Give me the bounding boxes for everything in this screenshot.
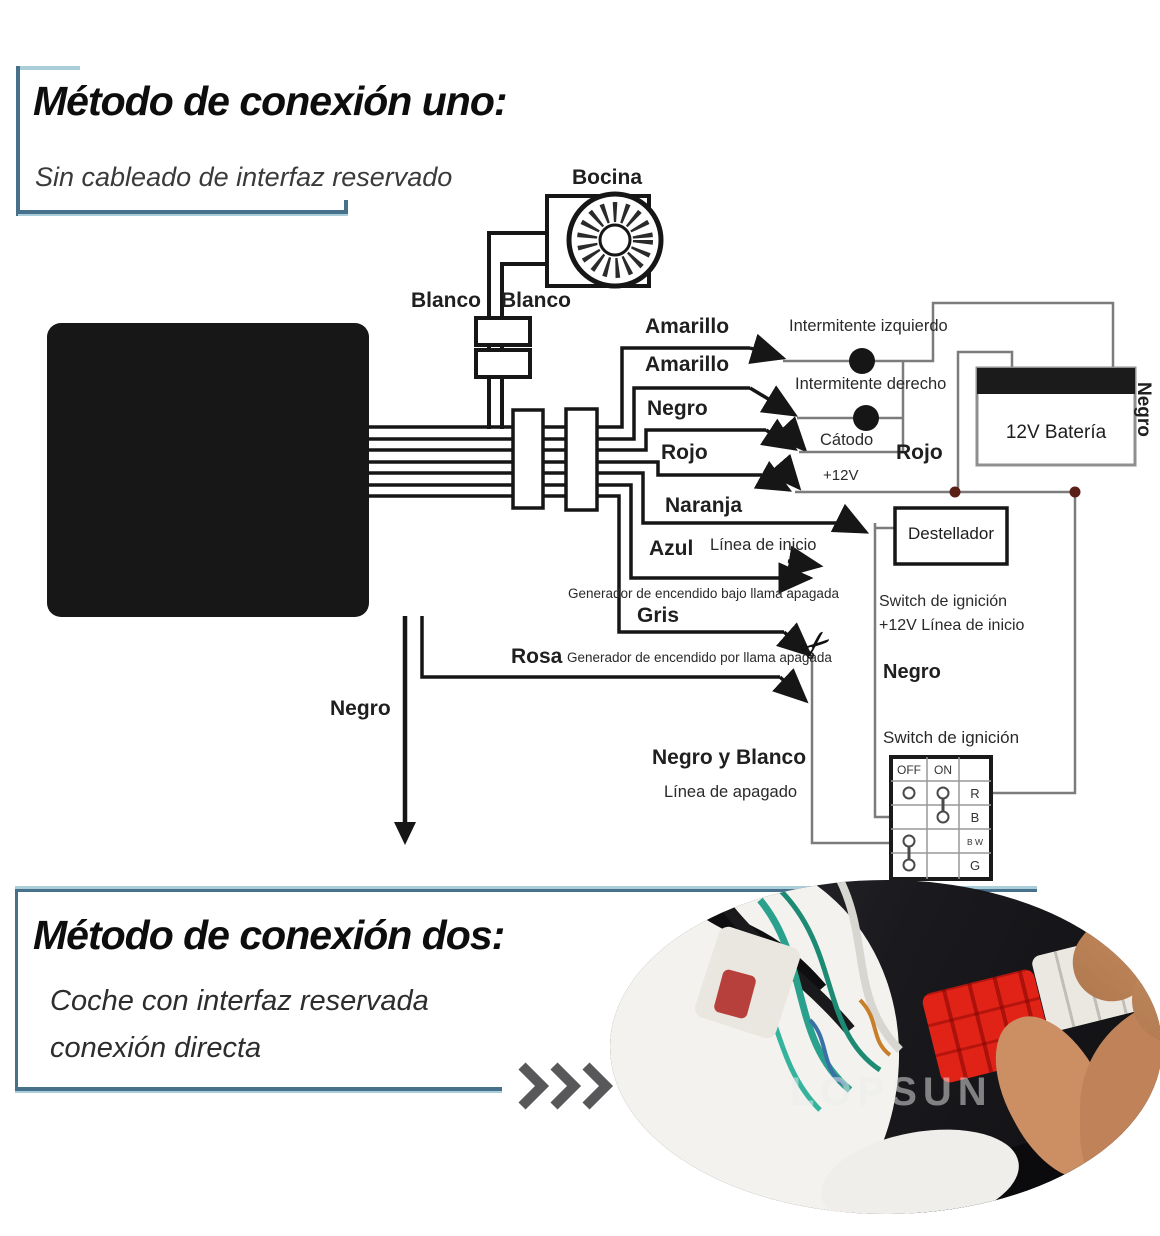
battery-negro-label: Negro [1133, 382, 1154, 437]
battery-box [975, 366, 1137, 467]
negro-y-blanco-label: Negro y Blanco [652, 746, 807, 769]
ignition-switch-table: OFF ON R B B W G [889, 755, 993, 881]
triple-right-chevron-icon [518, 1062, 614, 1110]
section-two-subtitle-line2: conexión directa [50, 1032, 262, 1064]
negro-wire-label: Negro [647, 397, 708, 420]
harness-connectors [511, 407, 599, 512]
horn-speaker-icon [545, 191, 664, 289]
switch-col-off: OFF [897, 763, 921, 777]
switch-inicio-line2: +12V Línea de inicio [879, 617, 1025, 634]
horn-inline-connectors [474, 316, 532, 379]
horn-wires [487, 231, 548, 429]
bracket-bottom-line [16, 210, 348, 214]
bracket-end-tick [344, 200, 348, 212]
gen-bajo-label: Generador de encendido bajo llama apagad… [568, 586, 839, 601]
junction-dot [1069, 486, 1081, 498]
switch-row-b: B [971, 810, 980, 825]
horn-label: Bocina [572, 166, 643, 189]
control-unit-box [47, 323, 369, 617]
battery-label: 12V Batería [1005, 422, 1107, 443]
azul-label: Azul [649, 537, 694, 560]
catodo-label: Cátodo [820, 431, 874, 449]
vehicle-circuit-lines [783, 301, 1115, 845]
watermark: LOPSUN [790, 1070, 993, 1114]
rojo-wire-label: Rojo [661, 441, 708, 464]
section-two-subtitle-line1: Coche con interfaz reservada [50, 985, 429, 1017]
intermitente-derecho-label: Intermitente derecho [795, 375, 947, 393]
gris-label: Gris [637, 604, 680, 627]
blanco-left-label: Blanco [411, 289, 482, 312]
right-turn-bulb-icon [853, 405, 879, 431]
bracket-top-line [18, 66, 80, 70]
switch-row-g: G [970, 858, 980, 873]
box2-left-line [15, 889, 18, 1090]
rojo-bus-label: Rojo [896, 441, 943, 464]
installation-photo: LOPSUN [610, 880, 1160, 1214]
plus-12v-label: +12V [823, 467, 859, 484]
gen-por-label: Generador de encendido por llama apagada [567, 650, 832, 665]
linea-apagado-label: Línea de apagado [664, 783, 798, 801]
section-one-subtitle: Sin cableado de interfaz reservado [35, 162, 453, 192]
flasher-box [893, 506, 1009, 566]
blanco-right-label: Blanco [501, 289, 572, 312]
junction-dot [949, 486, 961, 498]
amarillo-2-label: Amarillo [645, 353, 730, 376]
flasher-label: Destellador [908, 524, 994, 543]
section-two-title: Método de conexión dos: [33, 912, 505, 958]
linea-inicio-label: Línea de inicio [710, 536, 817, 554]
switch-col-on: ON [934, 763, 952, 777]
switch-row-r: R [970, 786, 979, 801]
box2-bottom-highlight [15, 1091, 502, 1093]
naranja-label: Naranja [665, 494, 743, 517]
rosa-label: Rosa [511, 645, 563, 668]
left-turn-bulb-icon [849, 348, 875, 374]
switch-row-bw: B W [967, 837, 983, 847]
ground-wire [394, 616, 416, 845]
box2-top-line [15, 889, 1037, 892]
section-one-title: Método de conexión uno: [33, 78, 508, 124]
switch-ignicion-label: Switch de ignición [883, 728, 1020, 747]
negro-ground-label: Negro [330, 697, 391, 720]
bracket-bottom-highlight [18, 214, 348, 216]
intermitente-izquierdo-label: Intermitente izquierdo [789, 317, 948, 335]
down-arrow-icon [394, 822, 416, 845]
negro-switch-label: Negro [883, 661, 941, 683]
wire-bundle [369, 333, 870, 704]
switch-inicio-line1: Switch de ignición [879, 593, 1008, 610]
amarillo-1-label: Amarillo [645, 315, 730, 338]
box2-top-highlight [15, 886, 1037, 889]
bracket-left-line [16, 66, 20, 216]
box2-bottom-line [15, 1087, 502, 1091]
